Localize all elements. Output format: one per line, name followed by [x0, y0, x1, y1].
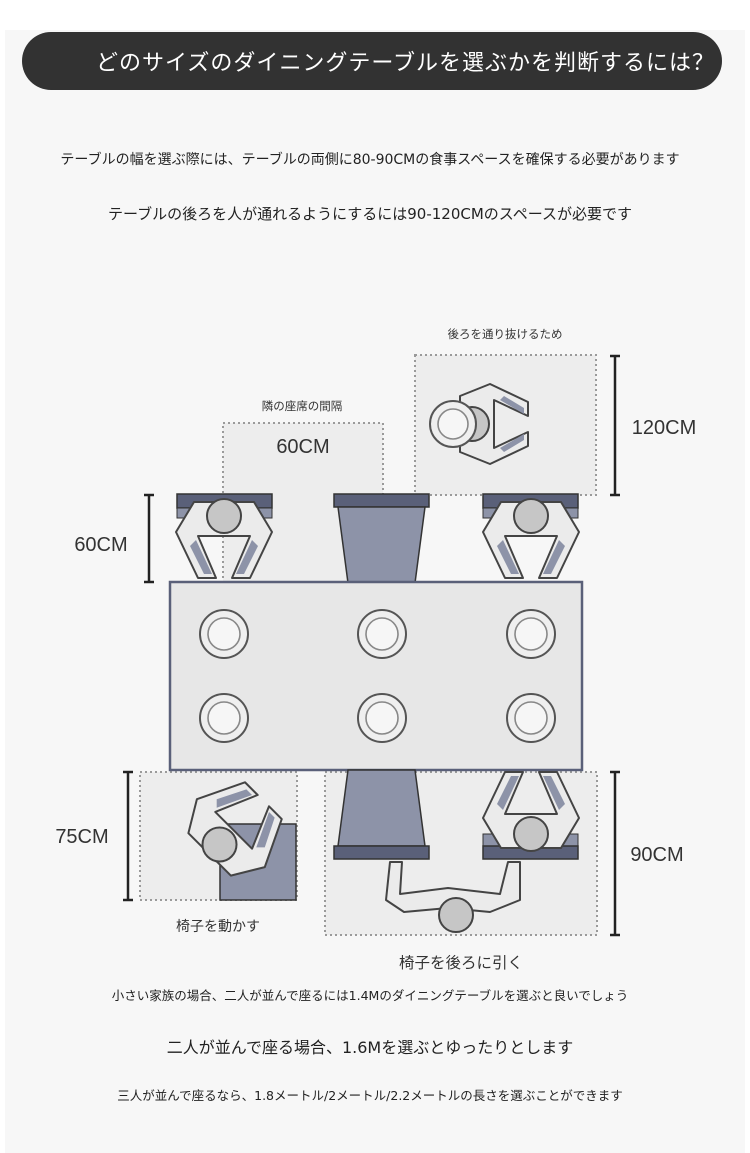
chair-bottom-middle	[333, 769, 430, 860]
label-pass-behind: 後ろを通り抜けるため	[448, 327, 563, 341]
plate	[506, 693, 556, 743]
outro-line-three-people: 三人が並んで座るなら、1.8メートル/2メートル/2.2メートルの長さを選ぶこと…	[117, 1088, 623, 1103]
plate-passing	[429, 400, 477, 448]
dimension-adjacent-width: 60CM	[276, 436, 329, 458]
label-adjacent-spacing: 隣の座席の間隔	[262, 399, 343, 413]
intro-line-width: テーブルの幅を選ぶ際には、テーブルの両側に80-90CMの食事スペースを確保する…	[60, 152, 680, 168]
plate	[199, 609, 249, 659]
dimension-move-space: 75CM	[55, 826, 108, 848]
dimension-bracket-seat	[144, 493, 154, 584]
title-bar: どのサイズのダイニングテーブルを選ぶかを判断するには？	[22, 32, 722, 90]
outro-line-small-family: 小さい家族の場合、二人が並んで座るには1.4Mのダイニングテーブルを選ぶと良いで…	[111, 988, 629, 1003]
pass-behind-area	[414, 354, 597, 496]
person-bottom-right	[482, 771, 580, 852]
plate	[357, 693, 407, 743]
dimension-bracket-pull	[610, 770, 620, 937]
plate	[506, 609, 556, 659]
dimension-bracket-pass	[610, 354, 620, 497]
plate	[357, 609, 407, 659]
person-pulling-chair	[385, 861, 521, 933]
outro-line-two-people: 二人が並んで座る場合、1.6Mを選ぶとゆったりとします	[166, 1038, 574, 1057]
dimension-pass-space: 120CM	[632, 417, 696, 439]
person-top-right	[482, 498, 580, 579]
dimension-seat-depth: 60CM	[74, 534, 127, 556]
dimension-pull-space: 90CM	[630, 844, 683, 866]
intro-line-behind: テーブルの後ろを人が通れるようにするには90-120CMのスペースが必要です	[108, 205, 632, 223]
label-move-chair: 椅子を動かす	[176, 919, 260, 935]
dimension-bracket-move	[123, 770, 133, 902]
plate	[199, 693, 249, 743]
label-pull-chair-back: 椅子を後ろに引く	[399, 954, 523, 972]
person-moving-chair	[187, 781, 283, 877]
chair-top-middle	[333, 493, 430, 584]
page-title: どのサイズのダイニングテーブルを選ぶかを判断するには？	[96, 51, 716, 76]
